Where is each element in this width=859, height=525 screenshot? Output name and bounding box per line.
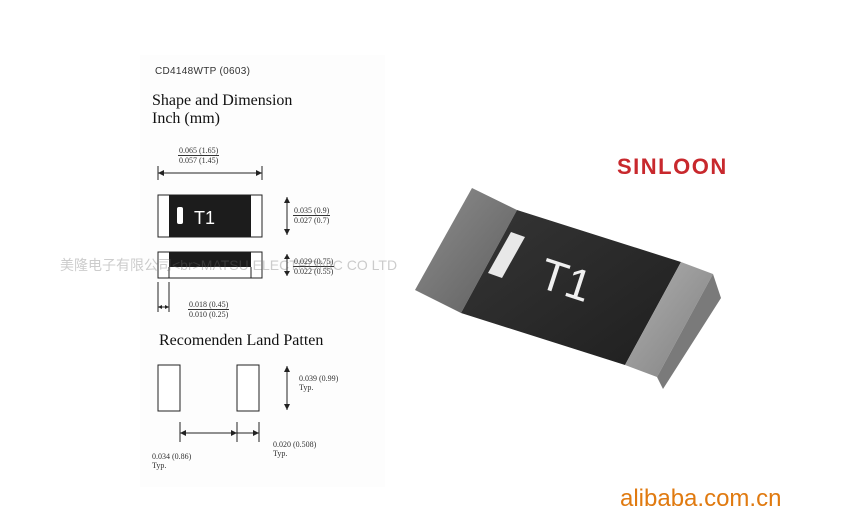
arrowhead bbox=[284, 254, 290, 259]
model-label: CD4148WTP (0603) bbox=[155, 66, 251, 77]
side-height-max: 0.029 (0.75) bbox=[293, 257, 335, 267]
arrowhead bbox=[231, 430, 237, 436]
land-pattern-drawing bbox=[157, 364, 290, 442]
product-photo: T1 bbox=[415, 188, 721, 389]
arrowhead bbox=[284, 366, 290, 372]
side-height-dimension: 0.029 (0.75) 0.022 (0.55) bbox=[293, 257, 335, 276]
chip-side-body bbox=[169, 252, 251, 267]
terminal-min: 0.010 (0.25) bbox=[189, 310, 229, 319]
dimension-drawing: T1 bbox=[157, 166, 290, 312]
arrowhead bbox=[180, 430, 186, 436]
arrowhead bbox=[284, 404, 290, 410]
terminal-max: 0.018 (0.45) bbox=[188, 300, 230, 310]
arrowhead bbox=[158, 170, 164, 176]
arrowhead bbox=[158, 305, 162, 309]
pad-gap-dimension: 0.034 (0.86) Typ. bbox=[152, 452, 191, 470]
watermark: 美隆电子有限公司<br>MATSU ELECTRONIC CO LTD bbox=[60, 257, 398, 273]
cathode-band bbox=[177, 207, 183, 224]
chip-end-left bbox=[415, 188, 517, 313]
unit-heading: Inch (mm) bbox=[152, 110, 220, 127]
height-dimension: 0.035 (0.9) 0.027 (0.7) bbox=[293, 206, 331, 225]
pad-height-dimension: 0.039 (0.99) Typ. bbox=[299, 374, 338, 392]
arrowhead bbox=[284, 197, 290, 203]
pad-height-value: 0.039 (0.99) bbox=[299, 374, 339, 383]
land-pattern-heading: Recomenden Land Patten bbox=[159, 332, 324, 349]
height-max: 0.035 (0.9) bbox=[293, 206, 331, 216]
brand-logo: SINLOON bbox=[617, 154, 728, 179]
footer-site: alibaba.com.cn bbox=[620, 485, 782, 512]
pad-width-dimension: 0.020 (0.508) Typ. bbox=[273, 440, 316, 458]
chip-marking: T1 bbox=[194, 208, 215, 228]
arrowhead bbox=[253, 430, 259, 436]
length-dimension: 0.065 (1.65) 0.057 (1.45) bbox=[178, 146, 220, 165]
arrowhead bbox=[284, 229, 290, 235]
shape-heading: Shape and Dimension bbox=[152, 92, 293, 109]
terminal-dimension: 0.018 (0.45) 0.010 (0.25) bbox=[188, 300, 230, 319]
chip-end-right-face bbox=[657, 274, 721, 389]
pad-width-value: 0.020 (0.508) bbox=[273, 440, 317, 449]
pad-gap-value: 0.034 (0.86) bbox=[152, 452, 192, 461]
length-min: 0.057 (1.45) bbox=[179, 156, 219, 165]
arrowhead bbox=[256, 170, 262, 176]
pad-height-typ: Typ. bbox=[299, 383, 314, 392]
pad-width-typ: Typ. bbox=[273, 449, 288, 458]
chip-end-right bbox=[625, 262, 713, 377]
arrowhead bbox=[165, 305, 169, 309]
cathode-band-photo bbox=[488, 232, 525, 278]
land-pad-right bbox=[236, 364, 260, 412]
land-pad-left bbox=[157, 364, 181, 412]
length-max: 0.065 (1.65) bbox=[178, 146, 220, 156]
height-min: 0.027 (0.7) bbox=[294, 216, 330, 225]
side-height-min: 0.022 (0.55) bbox=[294, 267, 334, 276]
pad-gap-typ: Typ. bbox=[152, 461, 167, 470]
arrowhead bbox=[284, 271, 290, 276]
